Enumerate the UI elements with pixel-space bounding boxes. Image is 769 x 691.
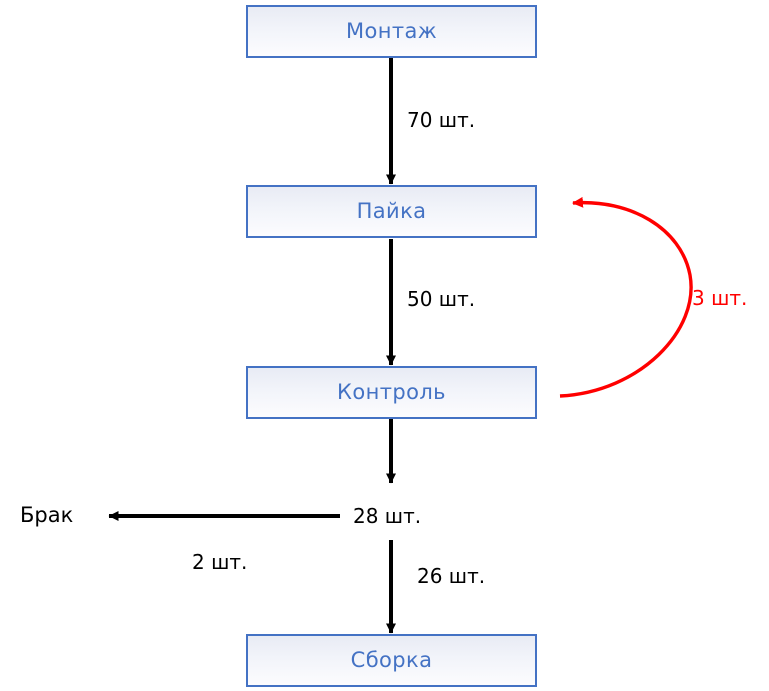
node-montazh[interactable]: Монтаж [246, 5, 537, 58]
node-payka[interactable]: Пайка [246, 185, 537, 238]
edge-label-kontrol-payka-rework: 3 шт. [692, 286, 748, 310]
node-kontrol-label: Контроль [337, 380, 446, 404]
edge-label-kontrol-split: 28 шт. [353, 504, 422, 528]
node-montazh-label: Монтаж [345, 19, 438, 43]
arrow-kontrol-to-payka-rework [559, 196, 693, 398]
node-sborka[interactable]: Сборка [246, 634, 537, 687]
edge-label-split-brak: 2 шт. [192, 550, 248, 574]
edge-label-payka-kontrol: 50 шт. [407, 287, 476, 311]
node-sborka-label: Сборка [350, 648, 433, 672]
node-payka-label: Пайка [356, 199, 427, 223]
edge-label-split-sborka: 26 шт. [417, 564, 486, 588]
edge-label-montazh-payka: 70 шт. [407, 108, 476, 132]
node-kontrol[interactable]: Контроль [246, 366, 537, 419]
terminal-brak: Брак [20, 503, 74, 527]
